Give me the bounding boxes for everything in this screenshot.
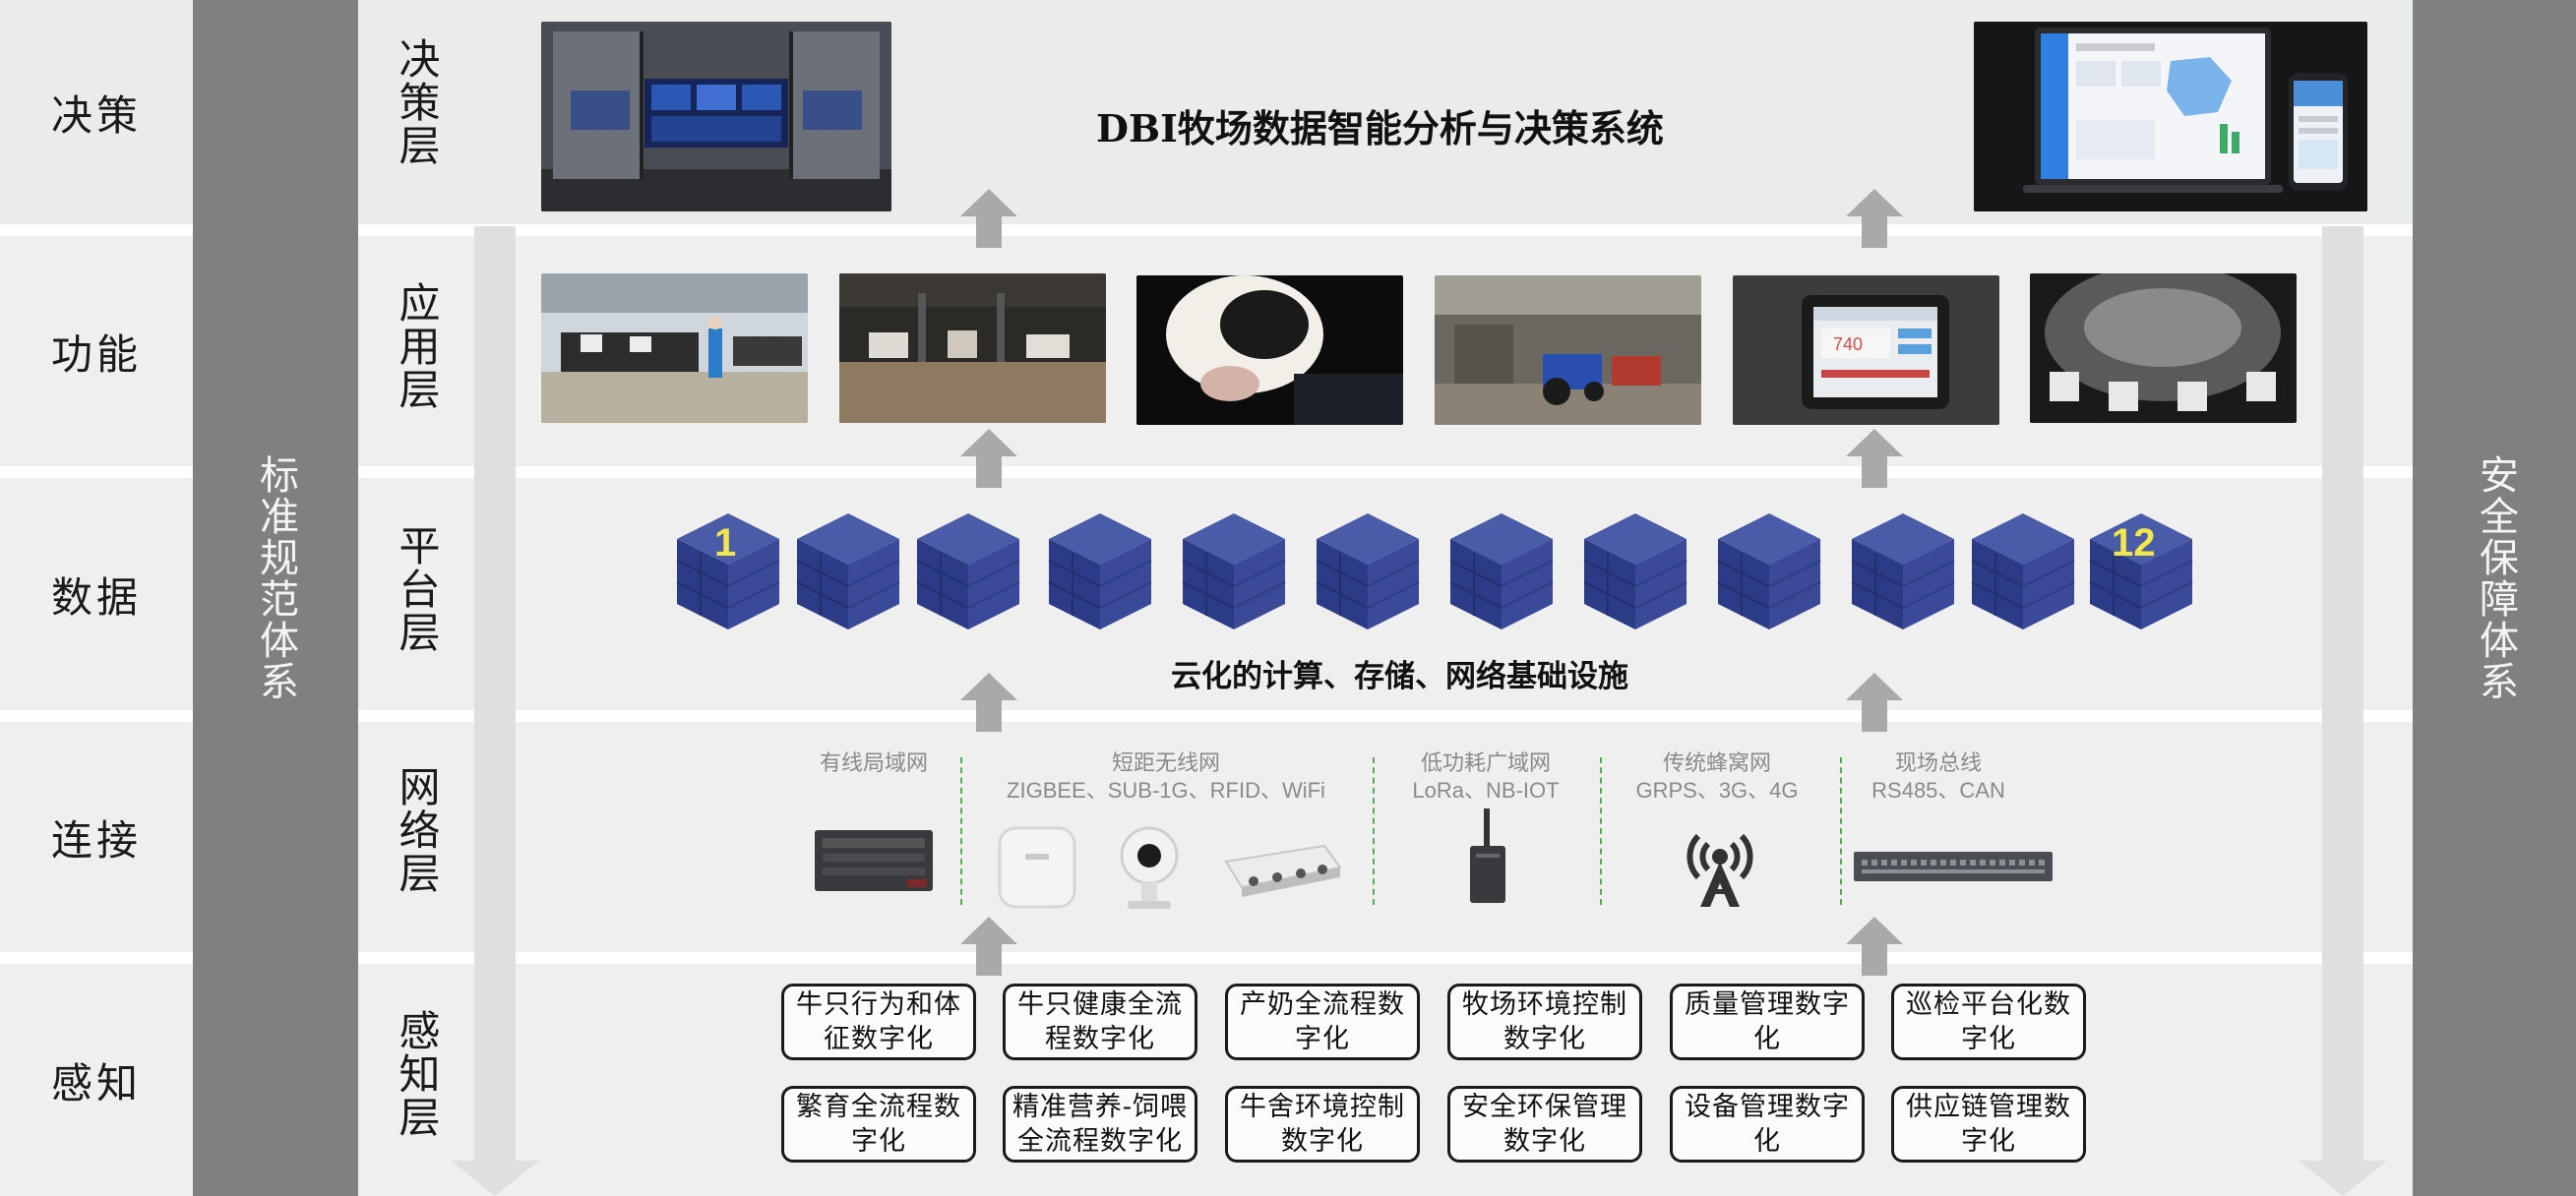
- net-group-fieldbus: 现场总线 RS485、CAN: [1850, 749, 2027, 805]
- server-9: [1717, 512, 1821, 630]
- wired-switch-icon: [815, 830, 933, 891]
- control-room-photo: [541, 22, 891, 211]
- perception-box-3: 产奶全流程数字化: [1225, 984, 1420, 1060]
- security-pillar: [2413, 0, 2576, 1196]
- net-divider-2: [1373, 757, 1375, 905]
- net-group-wired-title: 有线局域网: [819, 750, 928, 775]
- net-group-lpwan-subtitle: LoRa、NB-IOT: [1412, 778, 1560, 803]
- left-label-data: 数据: [50, 572, 142, 622]
- layer-label-platform: 平台层: [393, 524, 441, 654]
- standards-pillar-label: 标准规范体系: [253, 454, 298, 702]
- server-6: [1316, 512, 1420, 630]
- net-group-fieldbus-subtitle: RS485、CAN: [1871, 778, 2005, 803]
- layer-label-network: 网络层: [393, 765, 441, 895]
- server-10: [1851, 512, 1955, 630]
- perception-box-6: 巡检平台化数字化: [1891, 984, 2086, 1060]
- net-divider-4: [1840, 757, 1842, 905]
- up-arrow-icon: [960, 673, 1017, 732]
- net-group-shortrange-subtitle: ZIGBEE、SUB-1G、RFID、WiFi: [1007, 778, 1325, 803]
- server-3: [916, 512, 1020, 630]
- right-down-arrow-icon: [2299, 226, 2387, 1196]
- net-group-shortrange: 短距无线网 ZIGBEE、SUB-1G、RFID、WiFi: [984, 749, 1348, 805]
- perception-box-2: 牛只健康全流程数字化: [1003, 984, 1197, 1060]
- perception-box-9: 牛舍环境控制数字化: [1225, 1086, 1420, 1163]
- server-5: [1182, 512, 1286, 630]
- net-group-cellular-title: 传统蜂窝网: [1662, 750, 1771, 775]
- up-arrow-icon: [960, 429, 1017, 488]
- perception-box-10: 安全环保管理数字化: [1447, 1086, 1642, 1163]
- server-7: [1449, 512, 1554, 630]
- tablet-reading: 740: [1833, 334, 1863, 354]
- net-divider-3: [1600, 757, 1602, 905]
- camera-sensor-icon: [1120, 826, 1179, 909]
- fieldbus-switch-icon: [1854, 852, 2053, 881]
- decision-system-title: DBI牧场数据智能分析与决策系统: [1096, 106, 1664, 150]
- server-11: [1971, 512, 2075, 630]
- cellular-tower-icon: [1687, 833, 1753, 907]
- net-divider-1: [960, 757, 962, 905]
- left-down-arrow-icon: [451, 226, 539, 1196]
- net-group-cellular: 传统蜂窝网 GRPS、3G、4G: [1614, 749, 1820, 805]
- net-group-lpwan-title: 低功耗广域网: [1420, 750, 1551, 775]
- left-label-function: 功能: [50, 329, 142, 379]
- net-group-cellular-subtitle: GRPS、3G、4G: [1635, 778, 1799, 803]
- up-arrow-icon: [1846, 673, 1903, 732]
- left-label-perception: 感知: [50, 1058, 142, 1107]
- perception-box-4: 牧场环境控制数字化: [1447, 984, 1642, 1060]
- perception-box-8: 精准营养-饲喂全流程数字化: [1003, 1086, 1197, 1163]
- band-connect: [0, 722, 2576, 952]
- perception-box-7: 繁育全流程数字化: [781, 1086, 976, 1163]
- laptop-phone-photo: [1974, 22, 2367, 211]
- net-group-fieldbus-title: 现场总线: [1894, 750, 1982, 775]
- server-row: [676, 512, 2193, 630]
- server-last-label: 12: [2112, 521, 2156, 565]
- up-arrow-icon: [1846, 917, 1903, 976]
- layer-label-perception: 感知层: [393, 1009, 441, 1139]
- left-label-decision: 决策: [50, 90, 142, 140]
- security-pillar-label: 安全保障体系: [2473, 454, 2518, 702]
- app-photo-tablet: 740: [1733, 275, 1999, 425]
- app-photo-rotary-parlor: [2030, 273, 2297, 423]
- perception-box-11: 设备管理数字化: [1670, 1086, 1865, 1163]
- server-2: [796, 512, 900, 630]
- server-first-label: 1: [714, 521, 737, 565]
- up-arrow-icon: [960, 917, 1017, 976]
- up-arrow-icon: [1846, 189, 1903, 248]
- app-photo-tractor: [1435, 275, 1701, 425]
- app-photo-cow-face: [1136, 275, 1403, 425]
- up-arrow-icon: [1846, 429, 1903, 488]
- up-arrow-icon: [960, 189, 1017, 248]
- net-group-wired: 有线局域网: [805, 749, 943, 777]
- lora-gateway-icon: [1470, 808, 1505, 903]
- standards-pillar: [193, 0, 358, 1196]
- perception-box-5: 质量管理数字化: [1670, 984, 1865, 1060]
- layer-label-decision: 决策层: [393, 37, 441, 167]
- left-label-connect: 连接: [50, 815, 142, 865]
- app-photo-barn-interior: [839, 273, 1106, 423]
- perception-box-1: 牛只行为和体征数字化: [781, 984, 976, 1060]
- access-point-icon: [998, 826, 1076, 909]
- gateway-device-icon: [1224, 844, 1342, 897]
- layer-label-application: 应用层: [393, 281, 441, 411]
- net-group-shortrange-title: 短距无线网: [1111, 750, 1220, 775]
- app-photo-barn-worker: [541, 273, 808, 423]
- server-4: [1048, 512, 1152, 630]
- net-group-lpwan: 低功耗广域网 LoRa、NB-IOT: [1387, 749, 1584, 805]
- perception-box-12: 供应链管理数字化: [1891, 1086, 2086, 1163]
- platform-caption: 云化的计算、存储、网络基础设施: [1171, 659, 1628, 694]
- server-8: [1583, 512, 1687, 630]
